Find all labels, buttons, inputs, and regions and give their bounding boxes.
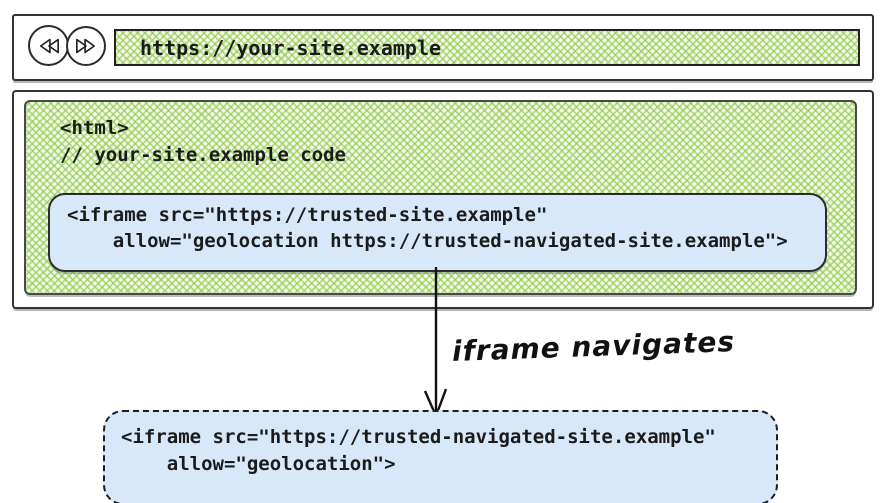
navigated-iframe-src-line: <iframe src="https://trusted-navigated-s… [121,426,716,448]
arrow-label: iframe navigates [451,325,736,368]
back-button[interactable] [28,25,69,66]
rewind-icon [39,38,59,53]
iframe-src-line: <iframe src="https://trusted-site.exampl… [67,204,548,226]
iframe-embed-box: <iframe src="https://trusted-site.exampl… [48,193,827,272]
forward-button[interactable] [66,26,106,66]
browser-chrome-bar: https://your-site.example [12,14,874,81]
address-bar[interactable]: https://your-site.example [114,29,860,66]
navigated-iframe-allow-line: allow="geolocation"> [121,453,396,475]
code-line-comment: // your-site.example code [60,144,346,166]
navigated-iframe-box: <iframe src="https://trusted-navigated-s… [103,410,778,503]
browser-window: <html> // your-site.example code <iframe… [12,90,874,309]
iframe-allow-line: allow="geolocation https://trusted-navig… [67,230,788,252]
address-url: https://your-site.example [140,35,442,60]
fast-forward-icon [76,38,96,54]
code-line-html: <html> [60,117,129,139]
page-source-code: <html> // your-site.example code [60,115,346,169]
page-content-area: <html> // your-site.example code <iframe… [24,100,857,295]
